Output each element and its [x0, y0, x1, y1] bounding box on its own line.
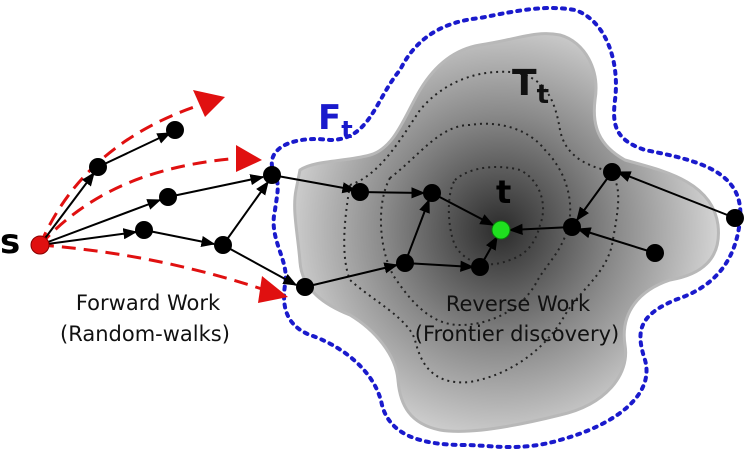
node	[471, 258, 489, 276]
tree-label: Tt	[512, 63, 549, 110]
frontier-label-sub: t	[341, 116, 352, 144]
frontier-border	[269, 6, 743, 449]
edge	[167, 174, 265, 198]
graph-nodes	[30, 121, 744, 296]
edge	[404, 198, 430, 264]
node	[646, 244, 664, 262]
reverse-work-subtitle: (Frontier discovery)	[415, 322, 619, 346]
edge	[222, 244, 298, 286]
edge	[222, 180, 269, 246]
target-node	[491, 220, 511, 240]
node	[563, 218, 581, 236]
edge	[508, 223, 573, 235]
forward-arrowhead-2	[236, 145, 262, 172]
forward-arrowhead-3	[258, 276, 288, 303]
node	[396, 254, 414, 272]
forward-walk-arrows	[38, 90, 288, 303]
node	[166, 121, 184, 139]
edge	[404, 260, 475, 272]
edge	[97, 132, 172, 168]
frontier-label: Ft	[318, 98, 353, 144]
forward-arrow-2	[38, 156, 241, 247]
edge	[359, 187, 426, 199]
node	[296, 278, 314, 296]
tree-label-main: T	[512, 63, 537, 104]
frontier-label-main: F	[318, 98, 341, 138]
edge	[304, 262, 399, 288]
edge	[39, 199, 162, 246]
edge	[39, 228, 138, 246]
reverse-work-title: Reverse Work	[446, 292, 591, 316]
tree-contour-outer	[343, 70, 620, 384]
node	[603, 163, 621, 181]
edge	[576, 227, 656, 254]
tree-contour-inner	[447, 166, 545, 266]
node	[423, 184, 441, 202]
edge	[576, 171, 613, 222]
node	[214, 236, 232, 254]
node	[89, 158, 107, 176]
source-node	[30, 235, 50, 255]
node	[135, 221, 153, 239]
node	[263, 166, 281, 184]
forward-work-subtitle: (Random-walks)	[60, 322, 230, 346]
node	[351, 183, 369, 201]
source-label: s	[0, 222, 20, 262]
edge	[271, 174, 357, 194]
edge	[616, 171, 736, 219]
tree-label-sub: t	[537, 80, 549, 110]
graph-edges	[39, 132, 736, 288]
node	[726, 209, 744, 227]
forward-arrow-1	[38, 103, 201, 246]
forward-arrow-3	[39, 243, 266, 292]
target-label: t	[496, 173, 511, 211]
forward-work-title: Forward Work	[76, 291, 221, 315]
forward-arrowhead-1	[193, 90, 225, 117]
tree-contour-middle	[380, 122, 572, 327]
edge	[431, 192, 495, 226]
edge	[143, 229, 216, 248]
node	[159, 188, 177, 206]
edge	[39, 171, 95, 246]
